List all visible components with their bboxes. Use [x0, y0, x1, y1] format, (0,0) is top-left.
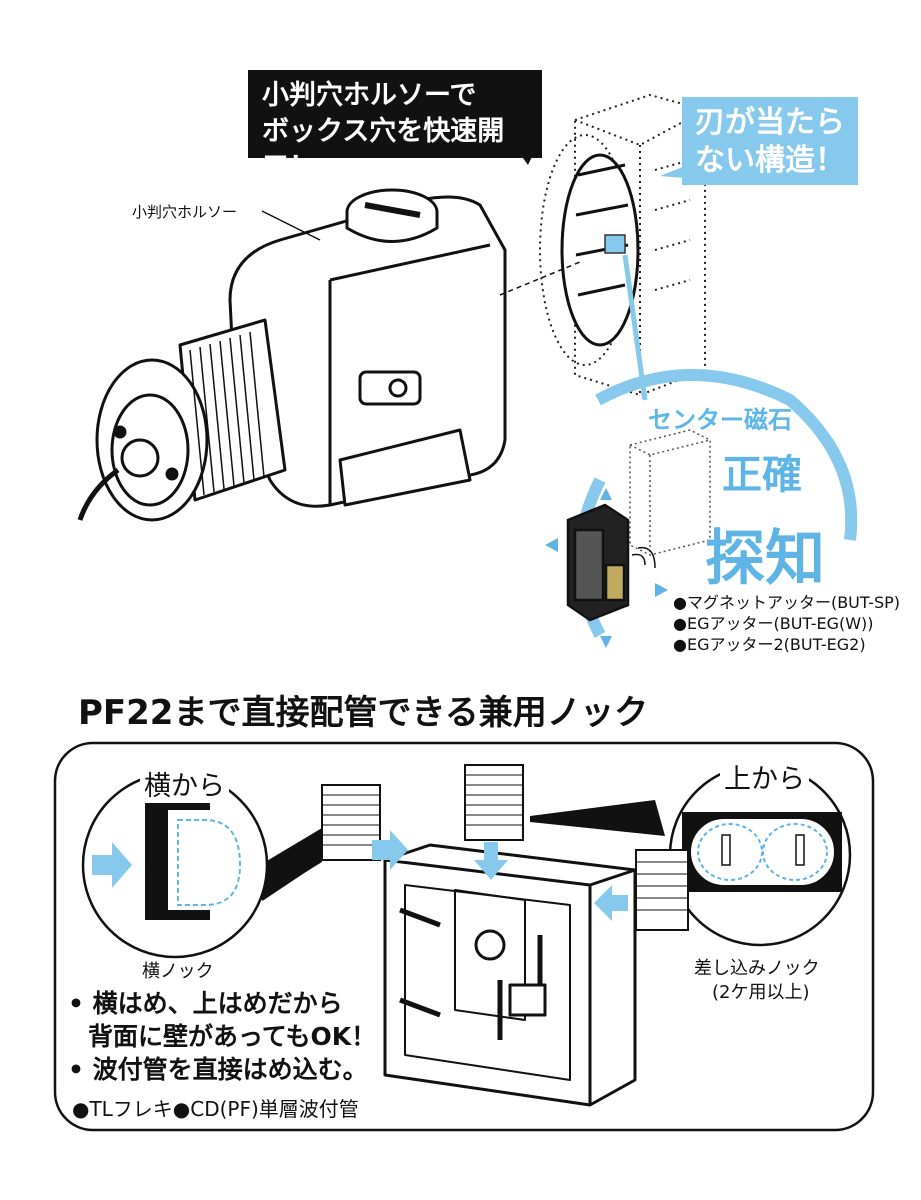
- side-view-caption: 横ノック: [142, 961, 214, 982]
- holesaw-callout-line1: 小判穴ホルソーで: [262, 80, 477, 111]
- side-knock-detail: [92, 800, 242, 920]
- product-item: ●EGアッター2(BUT-EG2): [673, 635, 866, 654]
- blade-callout-line2: ない構造！: [695, 143, 845, 178]
- detect-label: 探知: [705, 524, 825, 594]
- switch-box: [383, 843, 637, 1107]
- holesaw-callout: 小判穴ホルソーで ボックス穴を快速開口！: [248, 70, 542, 183]
- top-view-caption-line1: 差し込みノック: [694, 958, 820, 979]
- product-item: ●EGアッター(BUT-EG(W)): [673, 614, 874, 633]
- corrugated-pipes: [321, 764, 689, 931]
- top-view-title: 上から: [720, 757, 809, 796]
- pipes-note: ●TLフレキ●CD(PF)単層波付管: [72, 1097, 359, 1121]
- blade-structure-callout: 刃が当たら ない構造！: [682, 97, 858, 185]
- feature-bullet: • 波付管を直接はめ込む。: [68, 1055, 368, 1084]
- section-title: PF22まで直接配管できる兼用ノック: [78, 693, 649, 733]
- tool-label: 小判穴ホルソー: [132, 203, 238, 221]
- blade-callout-line1: 刃が当たら: [695, 105, 845, 140]
- feature-bullet: 背面に壁があってもOK！: [88, 1022, 377, 1051]
- magnet-detector-device: [566, 503, 630, 622]
- feature-bullet: • 横はめ、上はめだから: [68, 989, 343, 1018]
- center-magnet-title: センター磁石: [648, 406, 792, 434]
- product-item: ●マグネットアッター(BUT-SP): [673, 593, 901, 612]
- top-view-caption-line2: (2ケ用以上): [712, 982, 810, 1003]
- accurate-label: 正確: [722, 452, 802, 498]
- side-view-title: 横から: [140, 764, 229, 803]
- holesaw-callout-line2: ボックス穴を快速開口！: [262, 116, 505, 183]
- top-knock-detail: [682, 812, 842, 892]
- hole-saw-tool: [77, 188, 507, 522]
